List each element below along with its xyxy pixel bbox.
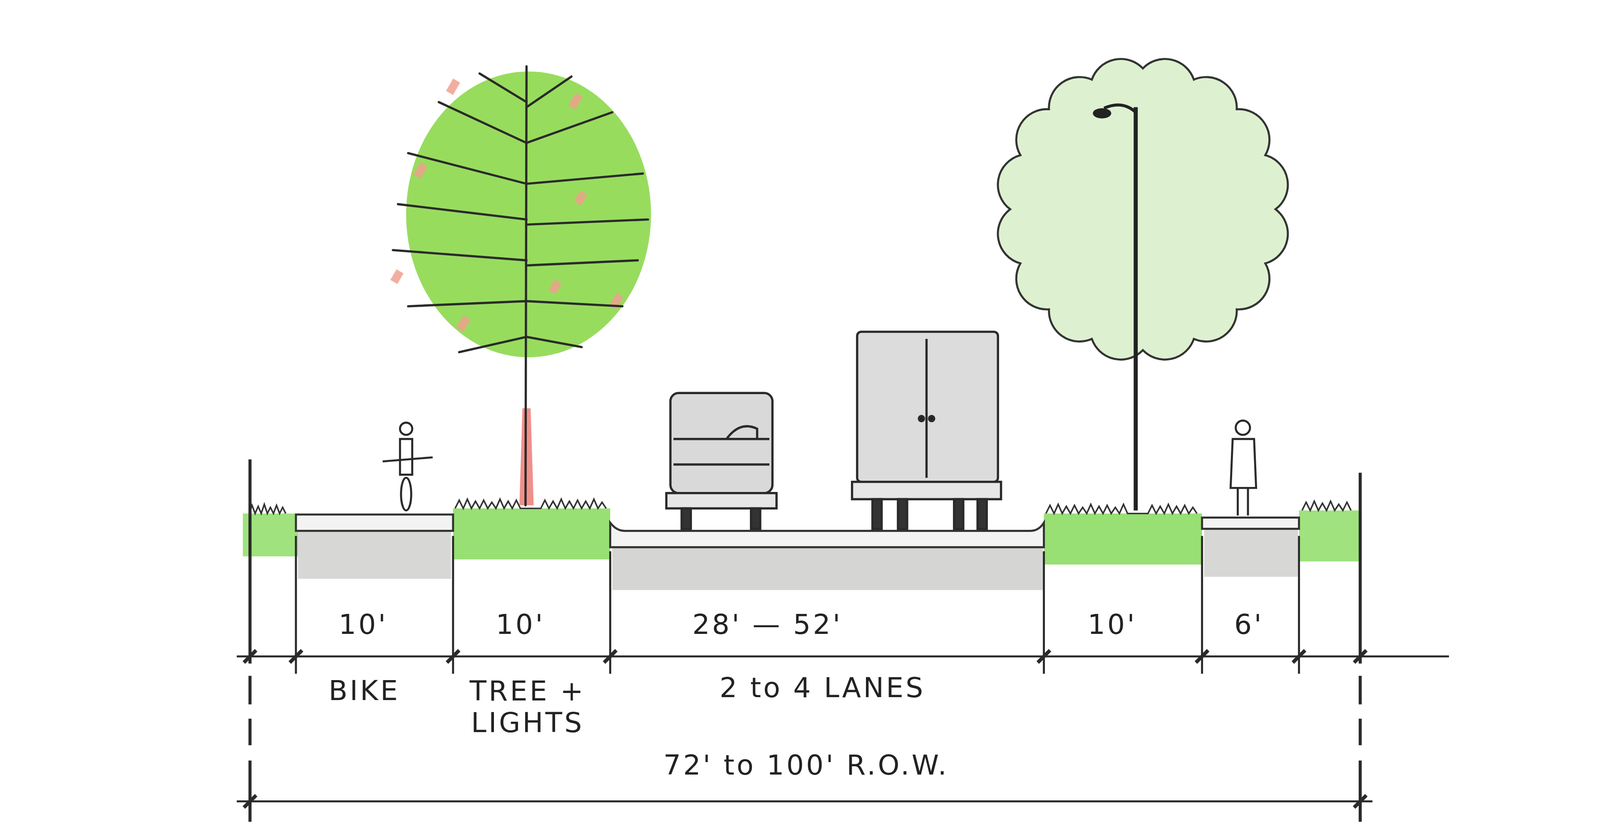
dimension-label: 10' <box>495 608 545 641</box>
pedestrian-leg <box>1247 487 1250 516</box>
car-window-line <box>673 437 770 440</box>
truck-handle <box>929 416 935 422</box>
row-boundary-dash <box>1358 718 1362 746</box>
street-tree <box>390 66 651 506</box>
truck-bumper <box>852 481 1002 500</box>
dimension-line <box>236 800 1373 803</box>
dimension-label: 10' <box>1087 608 1137 641</box>
tree-branches <box>392 66 648 506</box>
dimension-label: 10' <box>338 608 388 641</box>
row-boundary-dash <box>248 675 252 705</box>
row-boundary <box>1358 472 1362 664</box>
grass-tuft <box>248 504 286 514</box>
car <box>666 392 777 529</box>
truck-wheel <box>872 498 882 529</box>
pedestrian-head <box>1235 420 1251 435</box>
car-bumper <box>666 493 777 509</box>
truck-door-seam <box>925 338 928 478</box>
truck <box>852 331 1002 529</box>
row-boundary <box>1358 760 1362 822</box>
zone-label: TREE + LIGHTS <box>451 675 605 739</box>
tree-lawn <box>453 508 611 560</box>
row-boundary <box>248 760 252 822</box>
dimension-lines <box>236 459 1449 822</box>
car-body <box>670 392 773 493</box>
row-boundary-dash <box>248 718 252 746</box>
cyclist <box>382 422 433 511</box>
lamp-head <box>1092 108 1112 119</box>
car-seat <box>726 426 758 440</box>
bike-wheel <box>401 477 412 511</box>
tree-canopy-outline <box>997 59 1288 360</box>
truck-box <box>857 331 998 482</box>
sidewalk-base <box>1204 528 1299 577</box>
dimension-ticks <box>243 649 1367 808</box>
dimension-label: 6' <box>1234 608 1264 641</box>
canopy-dabs <box>390 78 624 333</box>
grass-tuft <box>1302 501 1352 511</box>
sidewalk <box>1202 517 1300 529</box>
row-width-label: 72' to 100' R.O.W. <box>663 749 949 782</box>
pedestrian-body <box>1230 439 1256 489</box>
tree-canopy <box>406 71 652 358</box>
car-trim <box>673 463 770 466</box>
bike-path <box>295 514 454 531</box>
pedestrian <box>1230 420 1256 516</box>
truck-wheel <box>977 498 987 529</box>
grass-tufts <box>248 498 1351 514</box>
lawn <box>1044 513 1203 565</box>
light-pole <box>1133 107 1138 511</box>
road-base <box>612 547 1043 591</box>
extension-lines <box>295 535 1299 674</box>
ground <box>243 508 1361 590</box>
handlebar <box>382 457 433 462</box>
truck-wheel <box>954 498 964 529</box>
path-base <box>297 530 452 579</box>
pedestrian-leg <box>1236 487 1239 516</box>
tree-and-light <box>997 59 1288 511</box>
dimension-label: 28' — 52' <box>692 608 843 641</box>
dimension-line <box>236 655 1449 658</box>
car-wheel <box>681 508 691 529</box>
zone-label: 2 to 4 LANES <box>719 672 926 704</box>
cyclist-body <box>399 439 412 475</box>
grass-strip <box>1299 510 1361 562</box>
car-wheel <box>751 508 761 529</box>
row-boundary-dash <box>1358 675 1362 705</box>
truck-wheel <box>897 498 908 529</box>
truck-handle <box>918 416 924 422</box>
cyclist-head <box>399 422 412 435</box>
grass-tuft <box>1045 504 1197 514</box>
zone-label: BIKE <box>328 674 400 707</box>
surfaces <box>295 514 1299 547</box>
row-boundary <box>248 459 252 664</box>
